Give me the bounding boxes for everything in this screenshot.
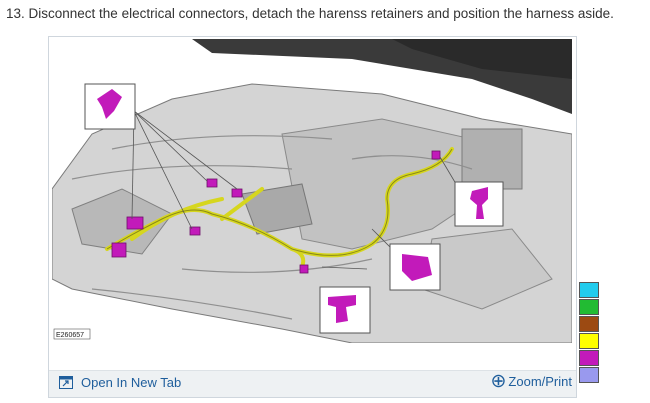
open-new-tab-label: Open In New Tab bbox=[81, 375, 182, 390]
callout-box-retainer-3 bbox=[319, 286, 371, 334]
callout-box-retainer-1 bbox=[454, 181, 504, 227]
zoom-plus-icon: ⊕ bbox=[490, 371, 507, 392]
figure-id-label: E260657 bbox=[56, 332, 84, 339]
swatch-cyan[interactable] bbox=[579, 282, 599, 298]
swatch-green[interactable] bbox=[579, 299, 599, 315]
swatch-yellow[interactable] bbox=[579, 333, 599, 349]
zoom-print-link[interactable]: ⊕ Zoom/Print bbox=[491, 372, 573, 391]
callout-box-connector bbox=[84, 83, 136, 130]
swatch-magenta[interactable] bbox=[579, 350, 599, 366]
figure-frame: E260657 Open In New Tab ⊕ Zoom/Print bbox=[48, 36, 577, 398]
figure-footer: Open In New Tab ⊕ Zoom/Print bbox=[49, 370, 576, 397]
harness-illustration[interactable]: E260657 bbox=[52, 39, 572, 343]
callout-box-retainer-2 bbox=[389, 243, 441, 291]
swatch-lavender[interactable] bbox=[579, 367, 599, 383]
color-swatch-palette bbox=[579, 282, 601, 384]
swatch-brown[interactable] bbox=[579, 316, 599, 332]
zoom-print-label: Zoom/Print bbox=[508, 374, 572, 389]
step-instruction: 13. Disconnect the electrical connectors… bbox=[6, 6, 614, 21]
open-new-tab-icon bbox=[59, 376, 73, 389]
open-new-tab-link[interactable]: Open In New Tab bbox=[59, 375, 181, 390]
